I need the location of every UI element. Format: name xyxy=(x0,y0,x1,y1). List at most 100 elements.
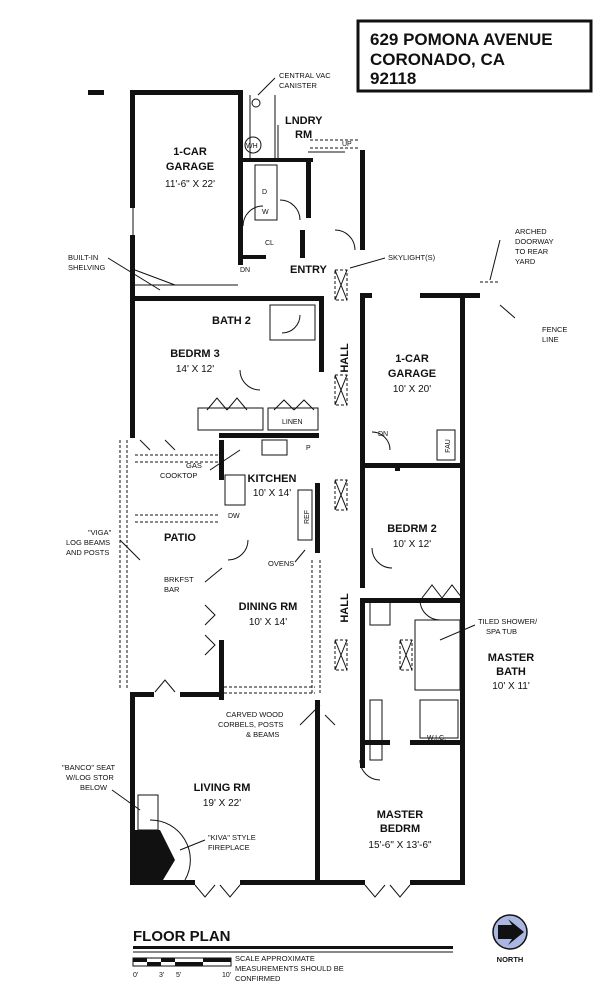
north-arrow-icon xyxy=(492,914,528,950)
tiled-note-line2: SPA TUB xyxy=(486,627,517,636)
carved-note-line3: & BEAMS xyxy=(246,730,279,739)
banco-note-line1: "BANCO" SEAT xyxy=(62,763,116,772)
measure-note-line1: MEASUREMENTS SHOULD BE xyxy=(235,964,344,973)
arched-note-line3: TO REAR xyxy=(515,247,549,256)
patio-name: PATIO xyxy=(164,532,196,544)
laundry-name-line1: LNDRY xyxy=(285,115,323,127)
dining-dims: 10' X 14' xyxy=(249,617,287,628)
hall-upper-name: HALL xyxy=(339,343,351,373)
viga-note-line2: LOG BEAMS xyxy=(66,538,110,547)
garage1-name-line2: GARAGE xyxy=(166,161,214,173)
arched-note-line1: ARCHED xyxy=(515,227,547,236)
washer-label: W xyxy=(262,209,269,216)
viga-note-line3: AND POSTS xyxy=(66,548,109,557)
dryer-label: D xyxy=(262,189,267,196)
scale-tick-10: 10' xyxy=(222,972,231,979)
stairs-up-label: UP xyxy=(342,141,352,148)
measure-note-line2: CONFIRMED xyxy=(235,974,281,983)
banco-note-line3: BELOW xyxy=(80,783,108,792)
garage2-name-line1: 1-CAR xyxy=(395,353,429,365)
carved-note-line1: CARVED WOOD xyxy=(226,710,284,719)
entry-name: ENTRY xyxy=(290,264,328,276)
living-name: LIVING RM xyxy=(194,782,251,794)
master-bedroom-name-line2: BEDRM xyxy=(380,823,420,835)
master-bath-dims: 10' X 11' xyxy=(492,681,530,692)
skylights xyxy=(334,269,413,671)
banco-seat xyxy=(137,794,159,831)
master-bath-name-line2: BATH xyxy=(496,666,526,678)
address-line2: CORONADO, CA xyxy=(370,50,505,69)
address-box xyxy=(356,19,593,93)
vac-canister-icon xyxy=(251,98,261,108)
title-underline xyxy=(133,946,453,949)
ovens-note: OVENS xyxy=(268,559,294,568)
bedroom3-dims: 14' X 12' xyxy=(176,364,214,375)
leader-lines xyxy=(107,77,516,851)
central-vac-note-line1: CENTRAL VAC xyxy=(279,71,331,80)
garage1-name-line1: 1-CAR xyxy=(173,146,207,158)
pantry-label: P xyxy=(306,445,311,452)
windows xyxy=(132,208,464,840)
dishwasher-label: DW xyxy=(228,513,240,520)
kiva-note-line1: "KIVA" STYLE xyxy=(208,833,256,842)
arched-note-line4: YARD xyxy=(515,257,536,266)
walls xyxy=(88,90,480,885)
gas-note-line2: COOKTOP xyxy=(160,471,197,480)
banco-note-line2: W/LOG STOR xyxy=(66,773,114,782)
bedroom2-dims: 10' X 12' xyxy=(393,539,431,550)
master-bath-name-line1: MASTER xyxy=(488,652,535,664)
bedroom2-name: BEDRM 2 xyxy=(387,523,437,535)
tiled-note-line1: TILED SHOWER/ xyxy=(478,617,538,626)
carved-note-line2: CORBELS, POSTS xyxy=(218,720,283,729)
skylights-note: SKYLIGHT(S) xyxy=(388,253,436,262)
water-heater-label: WH xyxy=(246,143,258,150)
entry-dn-label: DN xyxy=(240,267,250,274)
fireplace xyxy=(135,830,175,885)
built-in-note-line2: SHELVING xyxy=(68,263,106,272)
viga-note-line1: "VIGA" xyxy=(88,528,112,537)
master-bedroom-dims: 15'-6" X 13'-6" xyxy=(368,840,432,851)
bedroom3-name: BEDRM 3 xyxy=(170,348,220,360)
gas-note-line1: GAS xyxy=(186,461,202,470)
scale-bar xyxy=(132,957,232,967)
linen-label: LINEN xyxy=(282,419,303,426)
fence-note-line2: LINE xyxy=(542,335,559,344)
address-line3: 92118 xyxy=(370,69,416,88)
door-swings xyxy=(139,199,463,898)
scale-tick-3: 3' xyxy=(159,972,164,979)
bath2-name: BATH 2 xyxy=(212,315,251,327)
kitchen-dims: 10' X 14' xyxy=(253,488,291,499)
fireplace-hearth xyxy=(149,819,191,881)
floor-plan-title: FLOOR PLAN xyxy=(133,928,231,945)
brkfst-note-line2: BAR xyxy=(164,585,180,594)
garage2-name-line2: GARAGE xyxy=(388,368,436,380)
master-bedroom-name-line1: MASTER xyxy=(377,809,424,821)
garage1-dims: 11'-6" X 22' xyxy=(165,179,215,190)
address-line1: 629 POMONA AVENUE xyxy=(370,30,553,49)
kiva-note-line2: FIREPLACE xyxy=(208,843,250,852)
north-label: NORTH xyxy=(497,955,524,964)
scale-note: SCALE APPROXIMATE xyxy=(235,954,315,963)
fence-note-line1: FENCE xyxy=(542,325,567,334)
garage-dn-label: DN xyxy=(378,431,388,438)
arched-note-line2: DOORWAY xyxy=(515,237,554,246)
living-dims: 19' X 22' xyxy=(203,798,241,809)
walk-in-closet-label: W.I.C. xyxy=(427,735,446,742)
brkfst-note-line1: BRKFST xyxy=(164,575,194,584)
garage2-dims: 10' X 20' xyxy=(393,384,431,395)
interior-lines xyxy=(134,95,461,761)
dining-name: DINING RM xyxy=(239,601,298,613)
hall-lower-name: HALL xyxy=(339,593,351,623)
central-vac-note-line2: CANISTER xyxy=(279,81,318,90)
kitchen-name: KITCHEN xyxy=(248,473,297,485)
scale-tick-0: 0' xyxy=(133,972,138,979)
patio-beams xyxy=(119,139,500,695)
laundry-name-line2: RM xyxy=(295,129,312,141)
refrigerator-label: REF xyxy=(304,510,311,524)
built-in-note-line1: BUILT-IN xyxy=(68,253,98,262)
scale-tick-5: 5' xyxy=(176,972,181,979)
closet-label: CL xyxy=(265,240,274,247)
furnace-label: FAU xyxy=(445,439,452,453)
